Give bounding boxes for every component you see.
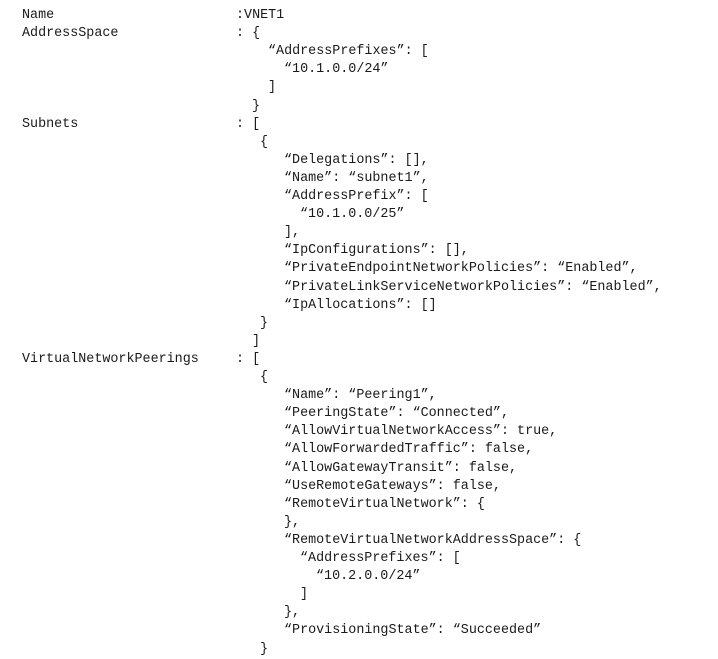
property-value: “AllowForwardedTraffic”: false, [284, 442, 534, 458]
document-line: “Name”: “subnet1”, [0, 170, 718, 188]
document-line: “Delegations”: [], [0, 152, 718, 170]
document-line: “AddressPrefixes”: [ [0, 43, 718, 61]
document-line: “AddressPrefixes”: [ [0, 550, 718, 568]
document-line: “10.1.0.0/24” [0, 61, 718, 79]
document-line: “10.1.0.0/25” [0, 206, 718, 224]
property-value: “10.2.0.0/24” [316, 569, 421, 585]
property-value: :VNET1 [236, 8, 285, 23]
property-value: “Name”: “Peering1”, [284, 388, 437, 404]
property-value: “AddressPrefixes”: [ [268, 44, 429, 60]
property-value: ] [300, 587, 309, 603]
property-value: { [260, 134, 269, 150]
document-line: ] [0, 333, 718, 351]
property-value: ] [252, 333, 261, 349]
document-line: ], [0, 224, 718, 242]
document-line: “PeeringState”: “Connected”, [0, 405, 718, 423]
document-line: “AllowGatewayTransit”: false, [0, 460, 718, 478]
property-value: “RemoteVirtualNetwork”: { [284, 496, 485, 512]
document-line: “RemoteVirtualNetwork”: { [0, 496, 718, 514]
property-name: AddressSpace [22, 26, 119, 42]
property-value: } [252, 98, 261, 114]
document-line: ] [0, 79, 718, 97]
document-line: “PrivateLinkServiceNetworkPolicies”: “En… [0, 279, 718, 297]
property-value: “PrivateLinkServiceNetworkPolicies”: “En… [284, 279, 662, 295]
property-name: Subnets [22, 116, 79, 132]
property-value: “PrivateEndpointNetworkPolicies”: “Enabl… [284, 261, 638, 277]
document-line: } [0, 98, 718, 116]
property-value: “UseRemoteGateways”: false, [284, 478, 501, 494]
document-line: “10.2.0.0/24” [0, 568, 718, 586]
property-value: “AllowVirtualNetworkAccess”: true, [284, 424, 558, 440]
property-value: “RemoteVirtualNetworkAddressSpace”: { [284, 532, 582, 548]
property-value: “PeeringState”: “Connected”, [284, 406, 509, 422]
document-line: ] [0, 586, 718, 604]
document-line: “AllowVirtualNetworkAccess”: true, [0, 423, 718, 441]
document-line: }, [0, 514, 718, 532]
property-value: } [260, 315, 269, 331]
property-name: Name [22, 8, 55, 23]
property-value: “AllowGatewayTransit”: false, [284, 460, 518, 476]
document-line: “IpConfigurations”: [], [0, 242, 718, 260]
property-value: }, [284, 605, 301, 621]
document-line: { [0, 369, 718, 387]
property-value: “10.1.0.0/25” [300, 207, 405, 223]
property-value: ], [284, 225, 301, 241]
document-line: “AddressPrefix”: [ [0, 188, 718, 206]
property-value: “10.1.0.0/24” [284, 62, 389, 78]
document-line: Subnets : [ [0, 116, 718, 134]
document-line: }, [0, 604, 718, 622]
property-value: }, [284, 514, 301, 530]
document-line: { [0, 134, 718, 152]
property-value: : { [236, 26, 261, 42]
property-value: “AddressPrefix”: [ [284, 189, 429, 204]
property-value: : [ [236, 116, 261, 132]
document-line: AddressSpace : { [0, 25, 718, 43]
document-line: “UseRemoteGateways”: false, [0, 478, 718, 496]
property-value: : [ [236, 351, 261, 367]
document-line: “Name”: “Peering1”, [0, 387, 718, 405]
document-line: } [0, 641, 718, 659]
document-line: } [0, 315, 718, 333]
property-value: “Name”: “subnet1”, [284, 170, 429, 186]
property-value: “Delegations”: [], [284, 152, 429, 168]
document-line: Name :VNET1 [0, 7, 718, 25]
property-value: “IpConfigurations”: [], [284, 243, 469, 259]
document-line: “RemoteVirtualNetworkAddressSpace”: { [0, 532, 718, 550]
property-value: ] [268, 80, 277, 96]
property-name: VirtualNetworkPeerings [22, 351, 199, 367]
property-value: { [260, 370, 269, 385]
property-value: “IpAllocations”: [] [284, 297, 437, 313]
document-line: “AllowForwardedTraffic”: false, [0, 441, 718, 459]
property-value: “AddressPrefixes”: [ [300, 551, 461, 566]
document-line: “PrivateEndpointNetworkPolicies”: “Enabl… [0, 260, 718, 278]
property-value: “ProvisioningState”: “Succeeded” [284, 623, 542, 639]
document-line: “ProvisioningState”: “Succeeded” [0, 622, 718, 640]
document-line: VirtualNetworkPeerings : [ [0, 351, 718, 369]
property-value: } [260, 641, 269, 657]
document-line: “IpAllocations”: [] [0, 297, 718, 315]
